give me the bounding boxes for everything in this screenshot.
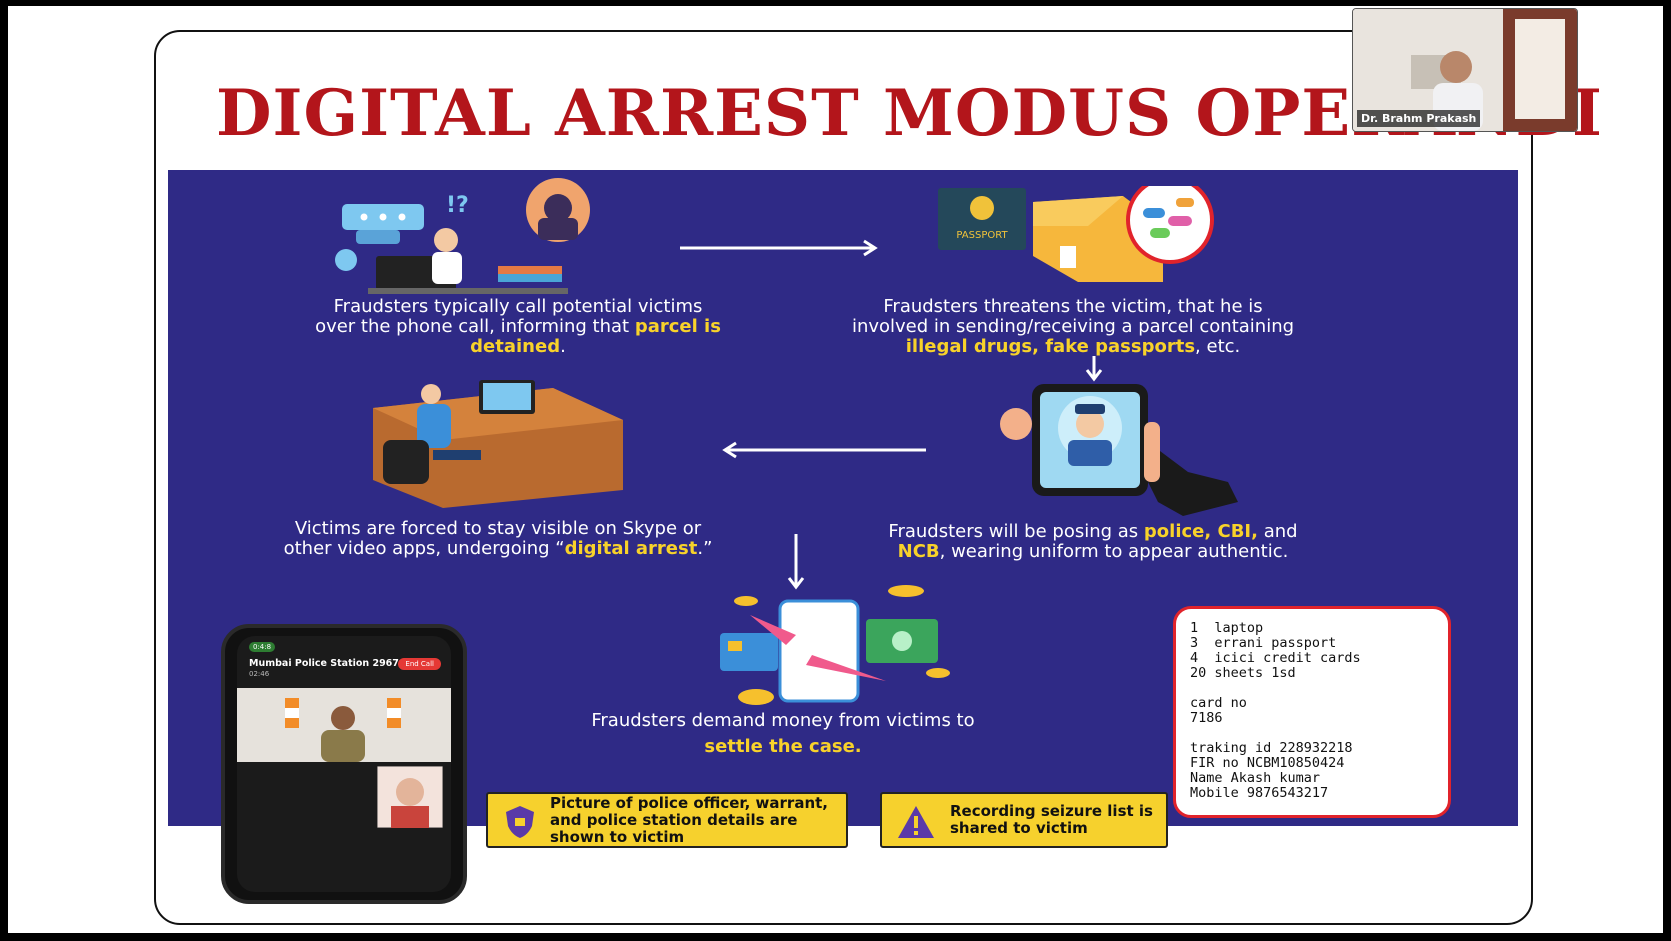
call-caption-highlight: parcel is	[634, 316, 721, 337]
seizure-list-line: 1 laptop	[1190, 620, 1264, 636]
shield-icon	[506, 806, 534, 838]
money-caption-highlight: settle the case.	[704, 736, 862, 757]
seizure-list-line: card no	[1190, 695, 1247, 711]
shared-screen: DIGITAL ARREST MODUS OPERANDI !?	[8, 6, 1663, 933]
seizure-recording-note: Recording seizure list is shared to vict…	[880, 792, 1168, 848]
arrow-right-icon	[680, 239, 878, 257]
arrow-down-icon-2	[787, 534, 805, 590]
skype-step-caption: Victims are forced to stay visible on Sk…	[273, 519, 723, 559]
threat-caption-end: , etc.	[1195, 336, 1241, 357]
seizure-list-line: traking id 228932218	[1190, 740, 1353, 756]
svg-text:PASSPORT: PASSPORT	[956, 230, 1008, 241]
seizure-list-line: 20 sheets 1sd	[1190, 665, 1296, 681]
seizure-list-line: Mobile 9876543217	[1190, 785, 1329, 801]
seizure-list-line: 4 icici credit cards	[1190, 650, 1361, 666]
fraud-call-illustration: !?	[335, 178, 590, 294]
threat-caption-line2: involved in sending/receiving a parcel c…	[851, 316, 1295, 337]
video-call-desk-illustration	[373, 380, 623, 508]
call-caption-line2: over the phone call, informing that	[315, 316, 635, 337]
call-duration: 02:46	[249, 670, 270, 678]
phone-screen: 0:4:8 Mumbai Police Station 2967 02:46 E…	[237, 636, 451, 892]
skype-caption-line1: Victims are forced to stay visible on Sk…	[294, 518, 702, 539]
presenter-video-thumbnail[interactable]: Dr. Brahm Prakash	[1352, 8, 1578, 132]
credit-card-icon	[720, 633, 778, 671]
police-picture-note-text: Picture of police officer, warrant, and …	[550, 793, 828, 846]
signal-indicator: 0:4:8	[249, 642, 276, 652]
pose-caption-highlight: police, CBI,	[1143, 521, 1258, 542]
money-caption-line1: Fraudsters demand money from victims to	[591, 710, 975, 731]
threat-step-caption: Fraudsters threatens the victim, that he…	[828, 297, 1318, 357]
seizure-recording-note-text: Recording seizure list is shared to vict…	[950, 802, 1153, 837]
seizure-list-line	[1190, 681, 1434, 696]
police-video-feed	[237, 688, 451, 762]
presenter-name-label: Dr. Brahm Prakash	[1357, 110, 1481, 127]
seizure-list-line: 7186	[1190, 710, 1223, 726]
money-step-caption: Fraudsters demand money from victims to …	[568, 711, 998, 757]
parcel-illustration: PASSPORT	[938, 186, 1214, 282]
presentation-slide: DIGITAL ARREST MODUS OPERANDI !?	[154, 30, 1602, 925]
skype-caption-line2: other video apps, undergoing “	[283, 538, 565, 559]
infographic-panel: !? Fraudsters typically call potential v…	[168, 170, 1518, 826]
fake-call-phone: 0:4:8 Mumbai Police Station 2967 02:46 E…	[221, 624, 467, 904]
end-call-button[interactable]: End Call	[398, 658, 441, 670]
hand-icon	[1000, 408, 1032, 440]
skype-caption-end: .”	[697, 538, 713, 559]
fake-police-phone-illustration	[1000, 384, 1238, 516]
pose-step-caption: Fraudsters will be posing as police, CBI…	[858, 522, 1328, 562]
pose-caption-highlight2: NCB	[897, 541, 940, 562]
caller-name: Mumbai Police Station 2967	[249, 658, 399, 669]
arrow-left-icon	[722, 441, 926, 459]
police-picture-note: Picture of police officer, warrant, and …	[486, 792, 848, 848]
call-caption-end: .	[560, 336, 566, 357]
seizure-list-line: 3 errani passport	[1190, 635, 1337, 651]
money-transfer-illustration	[720, 585, 950, 705]
threat-caption-highlight: illegal drugs, fake passports	[905, 336, 1196, 357]
victim-video-thumbnail	[377, 766, 443, 828]
seizure-list-line: FIR no NCBM10850424	[1190, 755, 1345, 771]
phone-icon	[335, 249, 357, 271]
call-step-caption: Fraudsters typically call potential vict…	[298, 297, 738, 357]
svg-text:!?: !?	[446, 193, 469, 218]
pose-caption-line2: , wearing uniform to appear authentic.	[939, 541, 1289, 562]
warning-icon	[898, 806, 934, 838]
threat-caption-line1: Fraudsters threatens the victim, that he…	[883, 296, 1263, 317]
pose-caption-and: and	[1257, 521, 1298, 542]
skype-caption-highlight: digital arrest	[564, 538, 698, 559]
call-caption-line1: Fraudsters typically call potential vict…	[333, 296, 703, 317]
arrow-down-icon	[1085, 356, 1103, 382]
seizure-list-line	[1190, 726, 1434, 741]
pose-caption-line1: Fraudsters will be posing as	[888, 521, 1144, 542]
seizure-list-line: Name Akash kumar	[1190, 770, 1321, 786]
call-caption-highlight2: detained	[470, 336, 561, 357]
